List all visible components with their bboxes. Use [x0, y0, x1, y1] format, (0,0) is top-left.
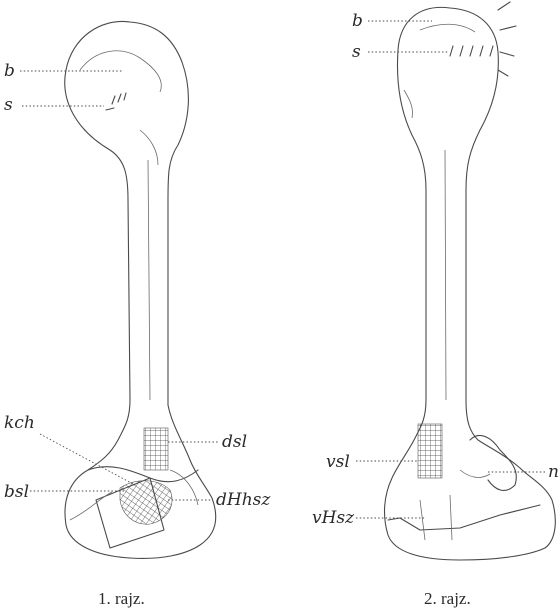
bone-outline-1 [65, 21, 216, 558]
s-marks-1 [106, 93, 126, 110]
figure-2 [385, 2, 556, 560]
label-s-fig2: s [352, 42, 361, 62]
label-dHhsz-fig1: dHhsz [216, 490, 271, 510]
label-dsl-fig1: dsl [222, 432, 247, 452]
label-vHsz-fig2: vHsz [312, 508, 355, 528]
label-b-fig2: b [352, 11, 363, 31]
label-kch-fig1: kch [4, 413, 35, 433]
label-b-fig1: b [4, 61, 15, 81]
label-s-fig1: s [4, 95, 13, 115]
caption-fig1: 1. rajz. [98, 589, 145, 608]
shaft-line-1 [148, 160, 150, 400]
label-bsl-fig1: bsl [4, 482, 29, 502]
label-n-fig2: n [548, 462, 559, 482]
dsl-hatch-1 [144, 428, 168, 470]
bsl-hatch-1 [120, 481, 172, 525]
s-marks-2 [450, 46, 493, 56]
caption-fig2: 2. rajz. [424, 589, 471, 608]
label-vsl-fig2: vsl [326, 452, 350, 472]
bone-outline-2 [385, 7, 556, 560]
vsl-hatch-2 [418, 424, 442, 478]
figure-1 [65, 21, 216, 558]
